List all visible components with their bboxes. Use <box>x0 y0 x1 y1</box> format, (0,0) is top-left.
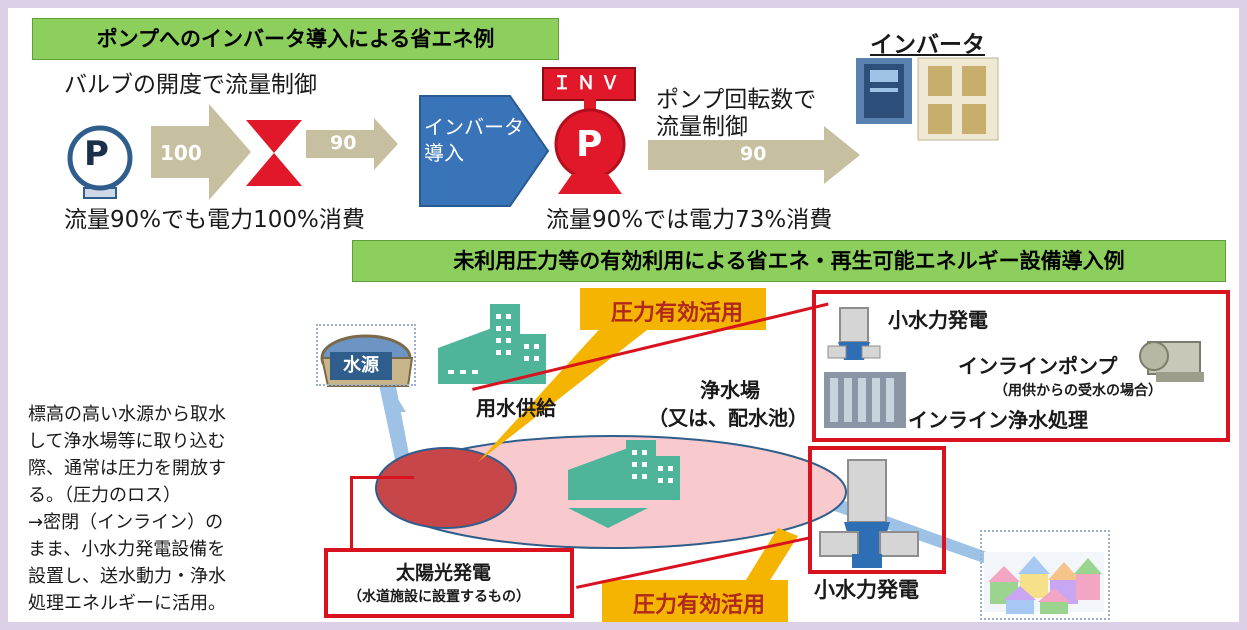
town-photo-frame <box>980 530 1110 620</box>
inverter-intro-arrow <box>419 95 550 207</box>
flow-arrow-100-label: 100 <box>160 141 202 165</box>
valve-control-caption: バルブの開度で流量制御 <box>64 72 317 98</box>
hydro-bottom-box <box>808 446 946 574</box>
description-line-4: る。（圧力のロス） <box>28 485 181 506</box>
solar-power-title: 太陽光発電 <box>396 562 492 584</box>
water-source-label: 水源 <box>330 352 392 380</box>
flow-arrow-90-left <box>306 118 398 170</box>
water-supply-label: 用水供給 <box>476 396 556 420</box>
callout-beam-top <box>478 298 670 462</box>
description-line-6: まま、小水力発電設備を <box>28 539 226 560</box>
red-connector-solar-horizontal <box>350 476 414 479</box>
bottom-section-title: 未利用圧力等の有効利用による省エネ・再生可能エネルギー設備導入例 <box>352 240 1226 282</box>
inverter-intro-line1: インバータ <box>424 115 524 139</box>
pump-letter-right: P <box>576 124 603 165</box>
town-illustration <box>984 552 1104 614</box>
inline-pump-note: （用供からの受水の場合） <box>994 383 1162 399</box>
red-connector-solar-vertical <box>350 478 353 552</box>
bottom-section-title-text: 未利用圧力等の有効利用による省エネ・再生可能エネルギー設備導入例 <box>453 249 1125 273</box>
purification-plant-sublabel: （又は、配水池） <box>648 406 808 430</box>
description-line-7: 設置し、送水動力・浄水 <box>28 566 226 587</box>
inline-purification-label: インライン浄水処理 <box>908 408 1088 432</box>
hydro-top-label: 小水力発電 <box>888 308 988 332</box>
pressure-callout-bottom-text: 圧力有効活用 <box>633 593 766 618</box>
water-source-photo-frame <box>316 324 416 386</box>
reservoir <box>375 447 517 529</box>
inline-pump-label: インラインポンプ <box>958 354 1118 378</box>
description-line-8: 処理エネルギーに活用。 <box>28 593 226 614</box>
rpm-caption-line1: ポンプ回転数で <box>656 87 817 113</box>
top-section-title-text: ポンプへのインバータ導入による省エネ例 <box>96 27 495 51</box>
pressure-callout-top-text: 圧力有効活用 <box>611 301 744 326</box>
result-left: 流量90%でも電力100%消費 <box>64 207 365 233</box>
pressure-callout-top-box <box>580 288 766 330</box>
flow-arrow-90-right-label: 90 <box>740 143 767 165</box>
flow-arrow-100 <box>151 104 251 200</box>
pressure-callout-bottom-box <box>602 580 788 622</box>
water-source-label-text: 水源 <box>343 355 379 376</box>
purification-plant-label: 浄水場 <box>700 378 760 402</box>
result-right: 流量90%では電力73%消費 <box>546 207 833 233</box>
slide: ポンプへのインバータ導入による省エネ例 バルブの開度で流量制御 P 100 90… <box>8 8 1239 622</box>
pump-icon <box>67 125 133 199</box>
flow-arrow-90-left-label: 90 <box>330 132 357 154</box>
inv-badge-text: ＩＮＶ <box>553 73 625 94</box>
inverter-product-label: インバータ <box>870 32 985 58</box>
inverter-cabinet-photo <box>917 57 999 141</box>
description-line-3: 際、通常は圧力を開放す <box>28 458 226 479</box>
hydro-bottom-label: 小水力発電 <box>814 578 919 602</box>
description-line-1: 標高の高い水源から取水 <box>28 404 226 425</box>
inverter-pump-icon <box>554 98 626 194</box>
top-section-title: ポンプへのインバータ導入による省エネ例 <box>32 18 559 60</box>
inline-equipment-box <box>812 290 1230 442</box>
pump-letter-left: P <box>84 134 109 174</box>
description-line-5: →密閉（インライン）の <box>28 512 224 533</box>
solar-power-note: （水道施設に設置するもの） <box>348 589 530 605</box>
flow-arrow-90-right <box>648 126 860 184</box>
valve-icon <box>246 120 302 186</box>
inverter-intro-line2: 導入 <box>424 141 464 165</box>
inverter-unit-photo <box>856 58 912 124</box>
rpm-caption-line2: 流量制御 <box>656 114 748 140</box>
solar-power-box <box>324 548 574 618</box>
inv-badge: ＩＮＶ <box>542 67 636 101</box>
pipe-source <box>378 376 410 464</box>
description-line-2: して浄水場等に取り込む <box>28 431 226 452</box>
